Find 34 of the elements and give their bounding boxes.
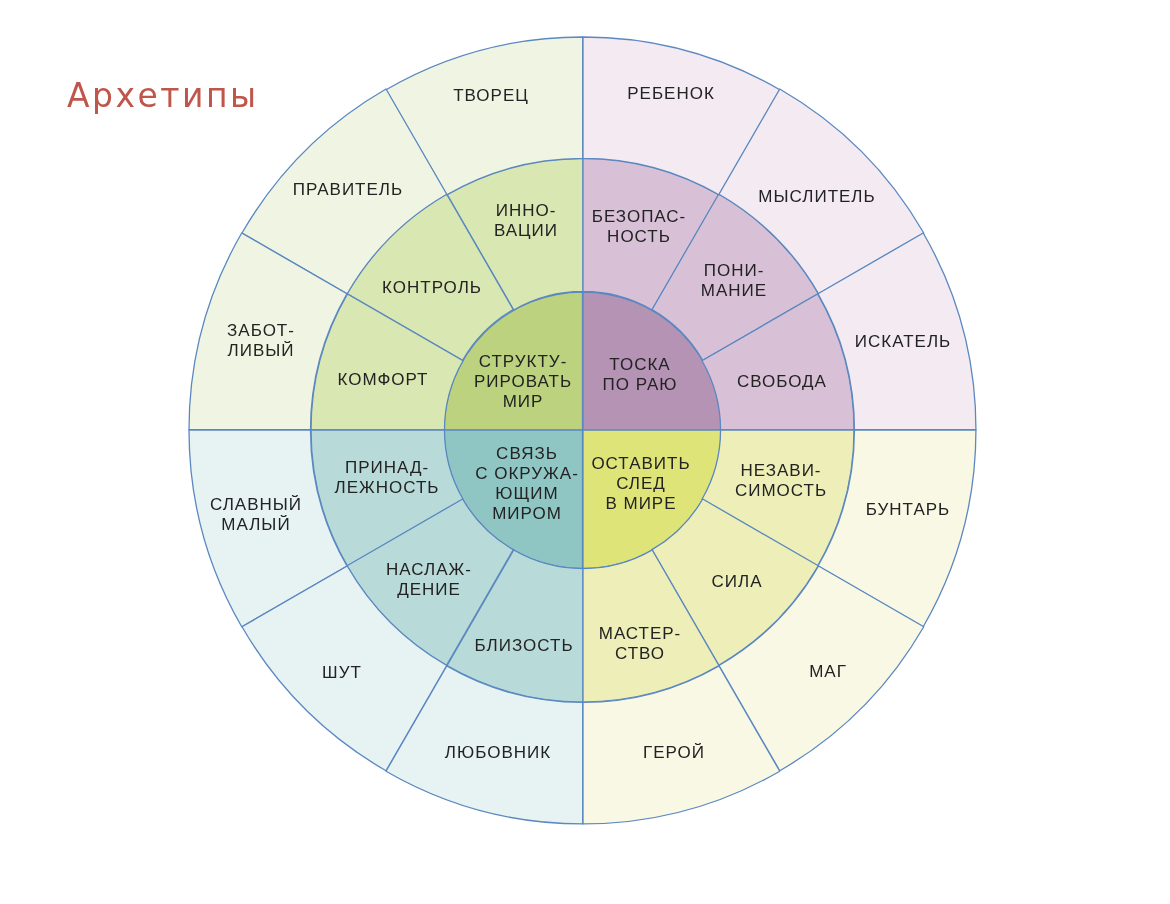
segment-label: СВЯЗЬ С ОКРУЖА- ЮЩИМ МИРОМ [475,444,579,524]
segment-label: НЕЗАВИ- СИМОСТЬ [734,461,828,501]
segment-label: ИННО- ВАЦИИ [493,201,559,241]
segment-label: ЗАБОТ- ЛИВЫЙ [227,321,295,361]
outer-ring-segment [384,664,584,825]
segment-label: ИСКАТЕЛЬ [854,332,952,352]
segment-label: СТРУКТУ- РИРОВАТЬ МИР [473,352,573,412]
inner-ring-segment [309,293,464,431]
segment-label: МЫСЛИТЕЛЬ [758,187,876,207]
segment-label: ГЕРОЙ [643,743,705,763]
diagram-title: Архетипы [67,79,259,112]
segment-label: ПРАВИТЕЛЬ [292,180,404,200]
segment-label: ШУТ [322,663,362,683]
segment-label: КОНТРОЛЬ [382,278,482,298]
segment-label: ТВОРЕЦ [453,86,529,106]
segment-label: МАСТЕР- СТВО [598,624,682,664]
segment-label: ТОСКА ПО РАЮ [602,355,678,395]
segment-label: БЛИЗОСТЬ [474,636,574,656]
segment-label: СВОБОДА [737,372,827,392]
segment-label: МАГ [809,662,847,682]
segment-label: БУНТАРЬ [865,500,951,520]
inner-ring-segment [701,429,856,567]
segment-label: ПОНИ- МАНИЕ [700,261,768,301]
outer-ring-segment [581,664,781,825]
segment-label: НАСЛАЖ- ДЕНИЕ [386,560,472,600]
segment-label: КОМФОРТ [337,370,429,390]
segment-label: ЛЮБОВНИК [444,743,552,763]
segment-label: БЕЗОПАС- НОСТЬ [591,207,687,247]
segment-label: РЕБЕНОК [627,84,715,104]
segment-label: ПРИНАД- ЛЕЖНОСТЬ [334,458,440,498]
segment-label: СЛАВНЫЙ МАЛЫЙ [209,495,303,535]
segment-label: ОСТАВИТЬ СЛЕД В МИРЕ [591,454,691,514]
segment-label: СИЛА [711,572,763,592]
center-quadrant [581,429,722,570]
